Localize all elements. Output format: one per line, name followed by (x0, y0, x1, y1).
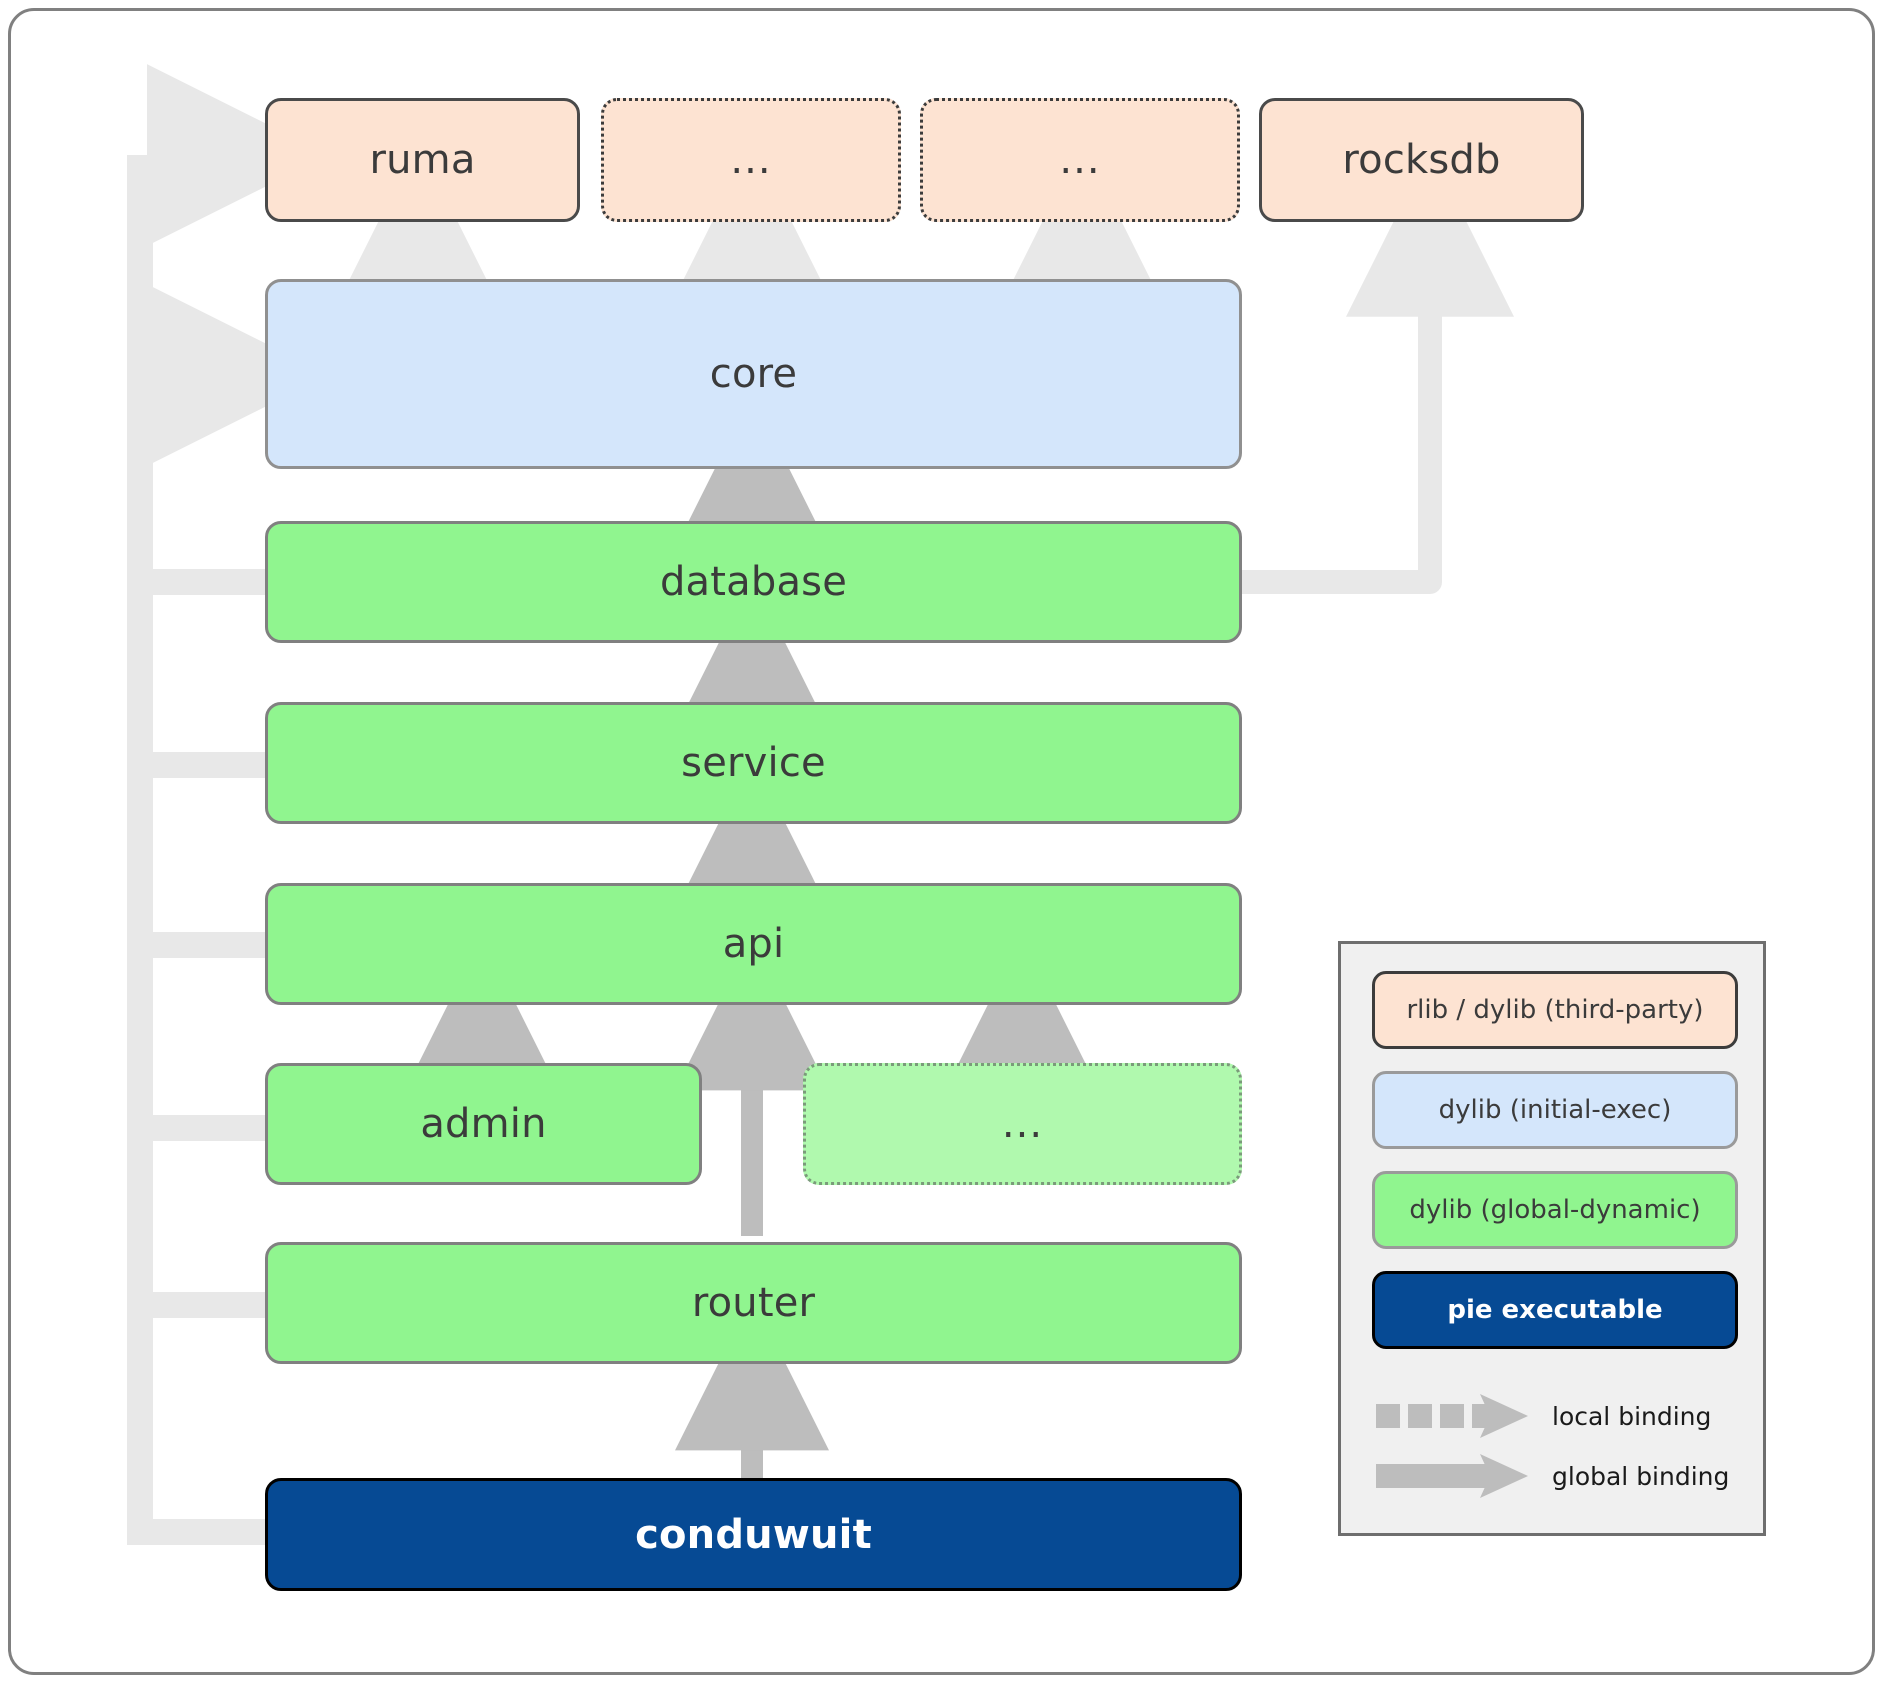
node-conduwuit[interactable]: conduwuit (265, 1478, 1242, 1591)
legend-item-pie-executable-label: pie executable (1447, 1295, 1663, 1325)
node-admin[interactable]: admin (265, 1063, 702, 1185)
legend-arrow-global-binding-label: global binding (1552, 1461, 1730, 1491)
legend-item-global-dynamic: dylib (global-dynamic) (1372, 1171, 1738, 1249)
node-ruma-label: ruma (369, 137, 476, 183)
legend-item-third-party-label: rlib / dylib (third-party) (1406, 995, 1704, 1025)
global-binding-arrow-icon (1376, 1454, 1528, 1498)
legend-item-third-party: rlib / dylib (third-party) (1372, 971, 1738, 1049)
legend-arrow-local-binding-label: local binding (1552, 1401, 1712, 1431)
node-ruma[interactable]: ruma (265, 98, 580, 222)
node-api[interactable]: api (265, 883, 1242, 1005)
node-admin-label: admin (420, 1101, 547, 1147)
legend-item-global-dynamic-label: dylib (global-dynamic) (1409, 1195, 1701, 1225)
legend-panel: rlib / dylib (third-party) dylib (initia… (1338, 941, 1766, 1536)
legend-item-initial-exec: dylib (initial-exec) (1372, 1071, 1738, 1149)
node-database-label: database (659, 559, 848, 605)
node-core-label: core (709, 351, 798, 397)
node-service[interactable]: service (265, 702, 1242, 824)
legend-arrow-local-binding: local binding (1372, 1387, 1752, 1445)
node-top-placeholder-2[interactable]: ... (920, 98, 1240, 222)
node-router-label: router (691, 1280, 816, 1326)
node-conduwuit-label: conduwuit (635, 1511, 872, 1558)
node-api-label: api (722, 921, 785, 967)
node-rocksdb[interactable]: rocksdb (1259, 98, 1584, 222)
node-service-label: service (681, 740, 826, 786)
node-api-placeholder-label: ... (1001, 1101, 1044, 1147)
node-rocksdb-label: rocksdb (1342, 137, 1501, 183)
legend-item-initial-exec-label: dylib (initial-exec) (1438, 1095, 1672, 1125)
node-database[interactable]: database (265, 521, 1242, 643)
node-top-placeholder-1[interactable]: ... (601, 98, 901, 222)
node-top-placeholder-2-label: ... (1059, 137, 1101, 183)
node-top-placeholder-1-label: ... (730, 137, 772, 183)
local-binding-arrow-icon (1376, 1394, 1528, 1438)
node-router[interactable]: router (265, 1242, 1242, 1364)
legend-item-pie-executable: pie executable (1372, 1271, 1738, 1349)
legend-arrow-global-binding: global binding (1372, 1447, 1752, 1505)
node-api-placeholder[interactable]: ... (803, 1063, 1242, 1185)
node-core[interactable]: core (265, 279, 1242, 469)
